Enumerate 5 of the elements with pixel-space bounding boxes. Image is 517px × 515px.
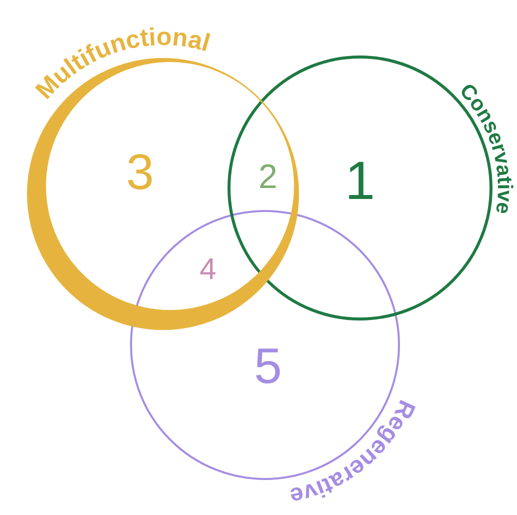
region-number: 5 bbox=[254, 341, 282, 391]
region-number: 3 bbox=[126, 147, 154, 197]
region-number: 2 bbox=[258, 160, 278, 194]
region-number: 4 bbox=[200, 255, 216, 285]
region-number: 1 bbox=[344, 154, 376, 208]
